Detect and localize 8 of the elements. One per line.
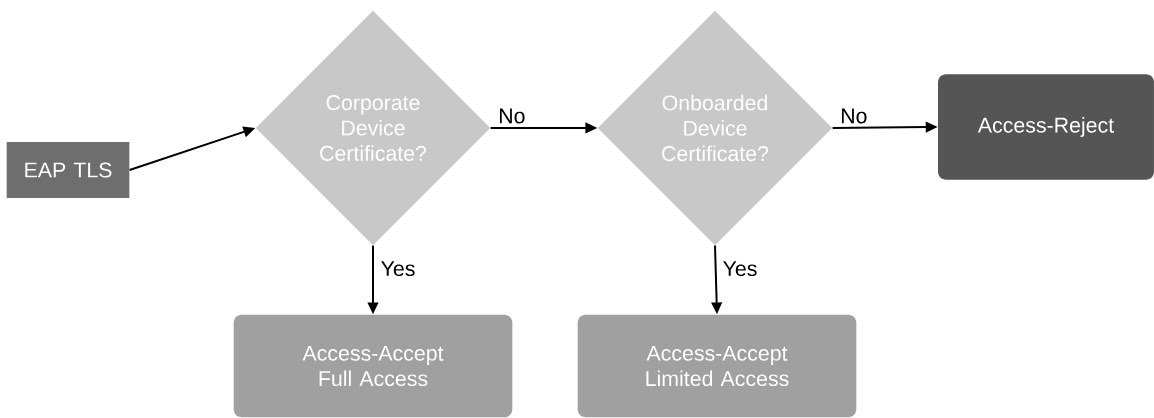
edge-label: Yes — [721, 259, 759, 278]
edge-label: No — [496, 107, 527, 125]
edge-label: Yes — [379, 259, 417, 278]
result-box: Access-Accept Limited Access — [577, 314, 857, 418]
result-box: Access-Accept Full Access — [233, 314, 513, 418]
process-box: EAP TLS — [6, 142, 130, 198]
edge-label: No — [838, 107, 869, 125]
result-box: Access-Reject — [938, 74, 1154, 180]
